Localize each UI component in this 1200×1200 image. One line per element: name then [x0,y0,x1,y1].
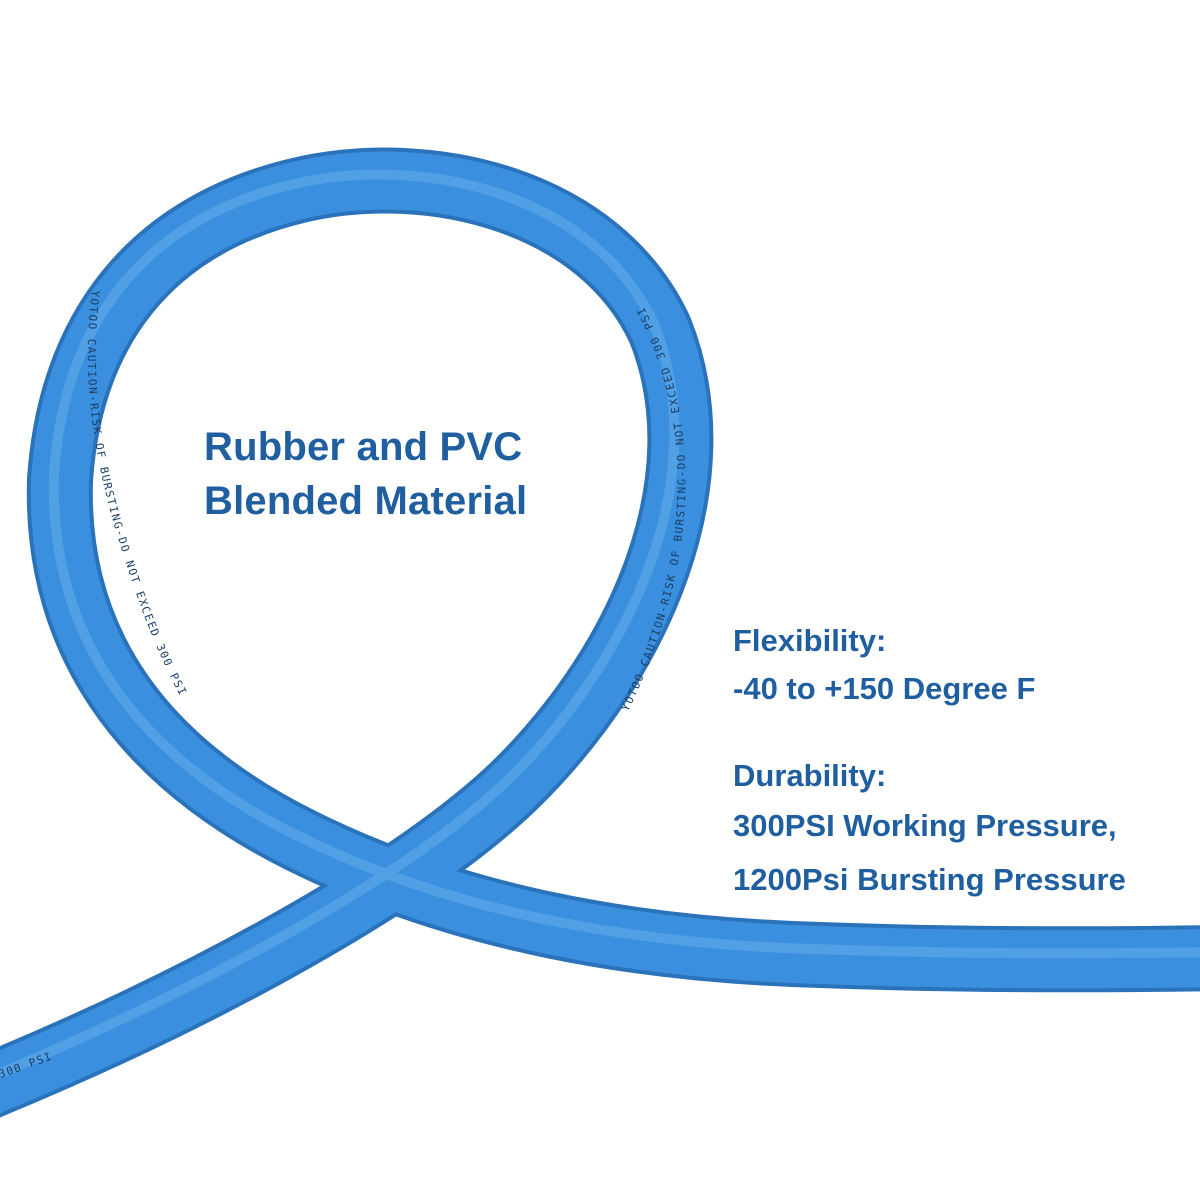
working-pressure: 300PSI Working Pressure, [733,808,1117,843]
flexibility-spec: Flexibility: -40 to +150 Degree F [733,617,1035,713]
durability-spec: Durability: 300PSI Working Pressure, 120… [733,752,1126,908]
material-headline: Rubber and PVC Blended Material [204,420,624,528]
headline-line-2: Blended Material [204,479,528,523]
headline-line-1: Rubber and PVC [204,425,523,469]
bursting-pressure: 1200Psi Bursting Pressure [733,862,1126,897]
flexibility-label: Flexibility: [733,623,887,658]
durability-label: Durability: [733,758,887,793]
flexibility-value: -40 to +150 Degree F [733,671,1036,706]
